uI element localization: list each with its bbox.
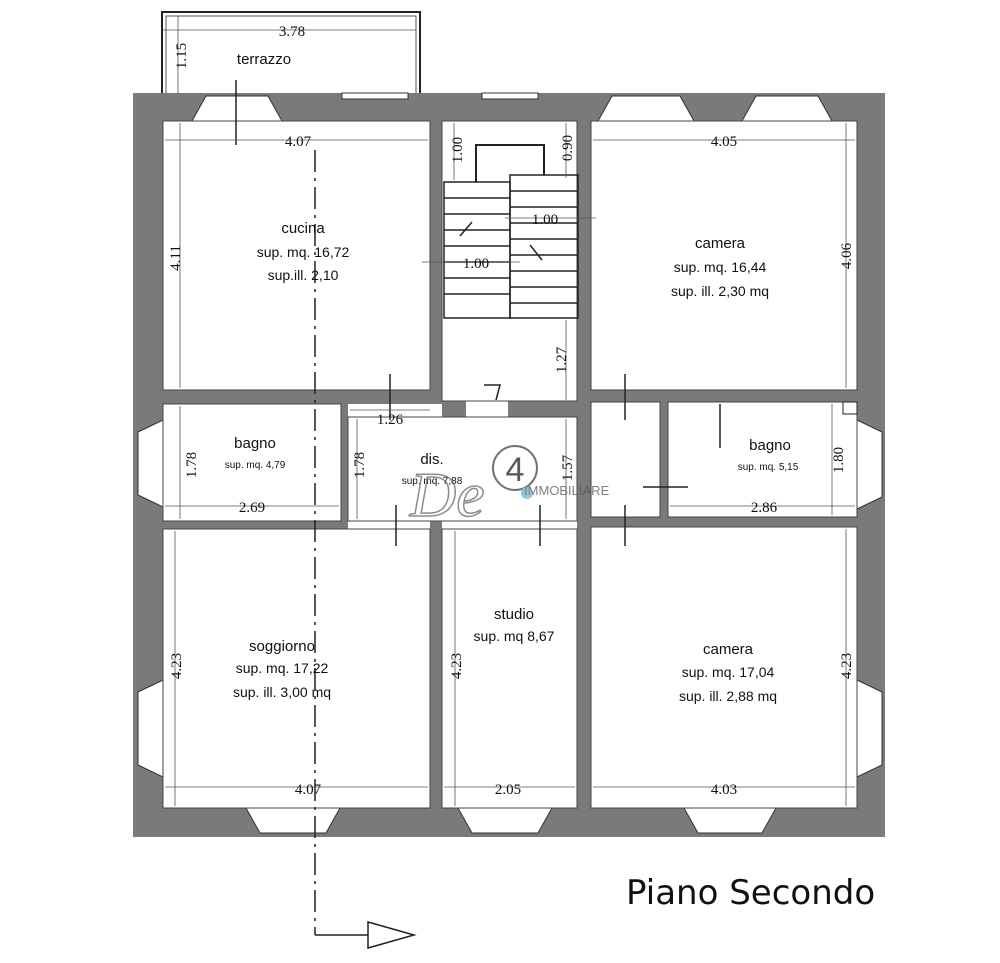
room-camera-bottom-lit: sup. ill. 2,88 mq: [679, 688, 777, 704]
room-bagno-left-area: sup. mq. 4,79: [225, 460, 286, 471]
dim-stair-3: 1.00: [532, 212, 558, 228]
room-outlines: [162, 120, 858, 809]
room-labels: terrazzo cucina sup. mq. 16,72 sup.ill. …: [225, 51, 799, 704]
dim-dis-height-2: 1.57: [560, 454, 576, 481]
section-line: [314, 150, 417, 949]
room-soggiorno-lit: sup. ill. 3,00 mq: [233, 684, 331, 700]
room-soggiorno-area: sup. mq. 17,22: [236, 660, 329, 676]
room-soggiorno-name: soggiorno: [249, 638, 315, 655]
staircase: [443, 144, 579, 319]
room-bagno-right-name: bagno: [749, 437, 791, 454]
dim-dis-width: 1.26: [377, 412, 404, 428]
dim-bagno-right-width: 2.86: [751, 500, 778, 516]
dim-stair-1: 1.00: [450, 137, 466, 163]
logo-text: IMMOBILIARE: [524, 483, 610, 498]
dim-stair-4: 1.00: [463, 256, 489, 272]
logo-number: 4: [506, 451, 525, 489]
interior-walls: [163, 121, 857, 808]
dim-stair-2: 0.90: [560, 135, 576, 161]
dim-camera-top-height: 4.06: [839, 242, 855, 269]
dim-dis-height: 1.78: [352, 452, 368, 478]
dim-terrazzo-height: 1.15: [174, 43, 190, 69]
room-camera-top-name: camera: [695, 235, 746, 252]
dim-camera-bottom-height: 4.23: [839, 653, 855, 679]
room-bagno-left-name: bagno: [234, 435, 276, 452]
logo-dot: [521, 487, 533, 499]
dim-bagno-right-height: 1.80: [831, 447, 847, 473]
door-marks: [235, 80, 858, 546]
dim-bagno-left-height: 1.78: [184, 452, 200, 478]
dim-soggiorno-width: 4.07: [295, 782, 322, 798]
dim-soggiorno-height: 4.23: [169, 653, 185, 679]
logo-circle: [492, 445, 538, 491]
dim-stair-5: 1.27: [554, 346, 570, 373]
dimension-lines: [163, 16, 855, 806]
dim-terrazzo-width: 3.78: [279, 24, 305, 40]
watermark-logo: De 4 IMMOBILIARE: [408, 445, 610, 531]
room-cucina-name: cucina: [281, 220, 325, 237]
room-dis-name: dis.: [420, 451, 443, 468]
room-studio-area: sup. mq 8,67: [474, 628, 555, 644]
room-camera-bottom-name: camera: [703, 641, 754, 658]
dimension-labels: 3.78 1.15 4.07 4.11 1.00 0.90 1.00 1.00 …: [168, 24, 855, 798]
room-cucina-lit: sup.ill. 2,10: [268, 267, 339, 283]
room-cucina-area: sup. mq. 16,72: [257, 244, 350, 260]
room-dis-area: sup. mq. 7,88: [402, 476, 463, 487]
room-studio-name: studio: [494, 606, 534, 623]
room-camera-top-area: sup. mq. 16,44: [674, 259, 767, 275]
dim-studio-height: 4.23: [449, 653, 465, 679]
dim-camera-top-width: 4.05: [711, 134, 737, 150]
room-bagno-right-area: sup. mq. 5,15: [738, 462, 799, 473]
dim-cucina-width: 4.07: [285, 134, 312, 150]
room-terrazzo-name: terrazzo: [237, 51, 291, 68]
room-camera-top-lit: sup. ill. 2,30 mq: [671, 283, 769, 299]
windows: [137, 92, 883, 834]
logo-letters: De: [409, 459, 485, 530]
dim-bagno-left-width: 2.69: [239, 500, 265, 516]
dim-studio-width: 2.05: [495, 782, 521, 798]
dim-camera-bottom-width: 4.03: [711, 782, 737, 798]
room-camera-bottom-area: sup. mq. 17,04: [682, 664, 775, 680]
dim-cucina-height: 4.11: [168, 245, 184, 271]
floor-title: Piano Secondo: [626, 873, 875, 913]
